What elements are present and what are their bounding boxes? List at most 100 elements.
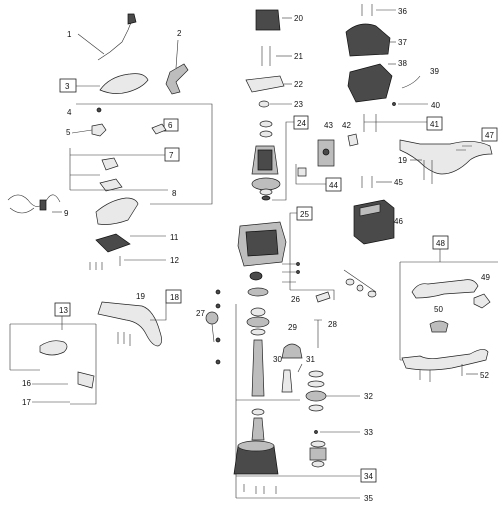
callout-37: 37 bbox=[398, 38, 407, 47]
callout-35: 35 bbox=[364, 494, 373, 503]
part-switch-lever bbox=[165, 39, 189, 95]
callout-box-3 bbox=[59, 78, 77, 93]
callout-29: 29 bbox=[288, 323, 297, 332]
part-carbon-brush bbox=[297, 167, 307, 177]
part-bearing bbox=[249, 271, 263, 281]
callout-20: 20 bbox=[294, 14, 303, 23]
part-dust-cap bbox=[281, 343, 303, 359]
callout-38: 38 bbox=[398, 59, 407, 68]
callout-8: 8 bbox=[172, 189, 177, 198]
callout-23: 23 bbox=[294, 100, 303, 109]
callout-6: 6 bbox=[168, 121, 173, 130]
part-chuck-key bbox=[205, 311, 219, 343]
callout-43: 43 bbox=[324, 121, 333, 130]
part-handle-upper bbox=[411, 279, 479, 299]
callout-box-44 bbox=[325, 177, 342, 192]
part-baffle-plate bbox=[245, 75, 285, 93]
part-spindle-stack bbox=[233, 287, 279, 475]
callout-box-25 bbox=[296, 206, 313, 221]
callout-46: 46 bbox=[394, 217, 403, 226]
part-clip bbox=[91, 123, 107, 137]
callout-31: 31 bbox=[306, 355, 315, 364]
part-motor-housing bbox=[353, 199, 395, 245]
callout-39: 39 bbox=[430, 67, 439, 76]
callout-30: 30 bbox=[273, 355, 282, 364]
part-handle-lower bbox=[401, 349, 489, 371]
callout-19b: 19 bbox=[398, 156, 407, 165]
callout-27: 27 bbox=[196, 309, 205, 318]
callout-40: 40 bbox=[431, 101, 440, 110]
callout-48: 48 bbox=[436, 239, 445, 248]
callout-box-13 bbox=[54, 302, 71, 317]
callout-25: 25 bbox=[300, 210, 309, 219]
callout-18: 18 bbox=[170, 293, 179, 302]
callout-45: 45 bbox=[394, 178, 403, 187]
part-collar bbox=[39, 340, 68, 356]
callout-box-7 bbox=[164, 147, 180, 162]
callout-17: 17 bbox=[22, 398, 31, 407]
callout-24: 24 bbox=[297, 119, 306, 128]
callout-2: 2 bbox=[177, 29, 182, 38]
part-handle-cover bbox=[76, 73, 149, 94]
part-seal-stack bbox=[305, 370, 360, 412]
callout-34: 34 bbox=[364, 472, 373, 481]
callout-36: 36 bbox=[398, 7, 407, 16]
callout-11: 11 bbox=[170, 233, 179, 242]
part-handle-clip bbox=[473, 293, 491, 309]
callout-19a: 19 bbox=[136, 292, 145, 301]
callout-47: 47 bbox=[485, 131, 494, 140]
callout-32: 32 bbox=[364, 392, 373, 401]
callout-7: 7 bbox=[169, 151, 174, 160]
callout-box-41 bbox=[426, 116, 443, 131]
part-handle-half bbox=[95, 197, 166, 253]
callout-44: 44 bbox=[329, 181, 338, 190]
callout-4: 4 bbox=[67, 108, 72, 117]
callout-26: 26 bbox=[291, 295, 300, 304]
part-brush-holder bbox=[255, 9, 292, 31]
callout-box-24 bbox=[293, 115, 309, 130]
callout-5: 5 bbox=[66, 128, 71, 137]
callout-16: 16 bbox=[22, 379, 31, 388]
callout-3: 3 bbox=[65, 82, 70, 91]
screw-icon bbox=[96, 107, 102, 113]
callout-49: 49 bbox=[481, 273, 490, 282]
part-clamp bbox=[77, 371, 95, 389]
part-cable bbox=[77, 13, 137, 61]
part-side-handle bbox=[97, 301, 167, 347]
screw-pair-top bbox=[361, 4, 373, 16]
part-switch bbox=[101, 157, 119, 171]
callout-12: 12 bbox=[170, 256, 179, 265]
part-lock-sleeve bbox=[309, 440, 327, 468]
screws-bottom bbox=[243, 484, 277, 494]
callout-9: 9 bbox=[64, 209, 69, 218]
part-pin-set bbox=[290, 269, 377, 303]
part-hex-wrench bbox=[314, 319, 322, 348]
part-rear-cover bbox=[347, 63, 396, 103]
part-trigger bbox=[429, 320, 449, 333]
part-brush bbox=[347, 133, 359, 147]
callout-33: 33 bbox=[364, 428, 373, 437]
callout-50: 50 bbox=[434, 305, 443, 314]
screws-group bbox=[89, 256, 166, 270]
part-armature bbox=[251, 120, 281, 201]
callout-52: 52 bbox=[480, 371, 489, 380]
screw-pair bbox=[261, 46, 271, 66]
callout-21: 21 bbox=[294, 52, 303, 61]
part-gear-housing bbox=[237, 221, 287, 267]
callout-box-18 bbox=[165, 289, 182, 304]
callout-22: 22 bbox=[294, 80, 303, 89]
part-wire-harness bbox=[7, 194, 62, 214]
part-spring bbox=[281, 369, 293, 393]
part-motor-cover bbox=[345, 23, 396, 57]
part-bracket bbox=[151, 123, 167, 135]
callout-1: 1 bbox=[67, 30, 72, 39]
callout-box-34 bbox=[360, 468, 377, 483]
callout-41: 41 bbox=[430, 120, 439, 129]
callout-box-47 bbox=[481, 127, 498, 142]
part-brush-card bbox=[317, 139, 335, 167]
callout-13: 13 bbox=[59, 306, 68, 315]
part-ring bbox=[258, 100, 270, 108]
part-spring-wire bbox=[401, 75, 421, 89]
callout-box-6 bbox=[163, 118, 179, 132]
